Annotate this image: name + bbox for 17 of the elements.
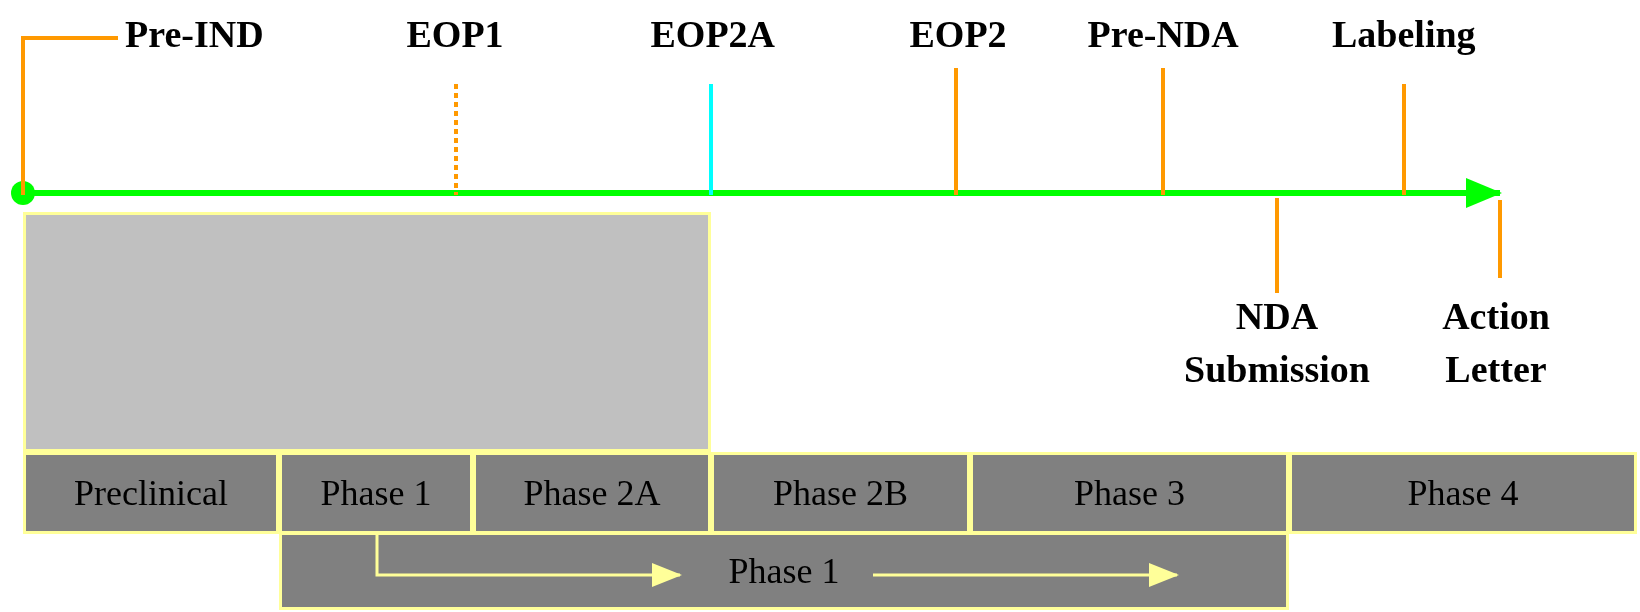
milestone-label: NDA Submission bbox=[1183, 294, 1371, 393]
shaded-block bbox=[23, 212, 711, 452]
arrow bbox=[375, 534, 682, 587]
milestone-label: Action Letter bbox=[1441, 294, 1551, 393]
phase-box: Phase 2A bbox=[473, 452, 711, 534]
phase-box: Preclinical bbox=[23, 452, 279, 534]
phase-box: Phase 1 bbox=[279, 532, 1289, 610]
milestone-label: EOP2 bbox=[909, 12, 1007, 57]
milestone-label: EOP1 bbox=[406, 12, 504, 57]
phase-box: Phase 1 bbox=[279, 452, 473, 534]
phase-box: Phase 3 bbox=[970, 452, 1289, 534]
milestone-label: Pre-NDA bbox=[1087, 12, 1239, 57]
milestone-label: Labeling bbox=[1332, 12, 1476, 57]
milestone-label: EOP2A bbox=[650, 12, 776, 57]
milestone-label: Pre-IND bbox=[125, 12, 264, 57]
phase-box: Phase 4 bbox=[1289, 452, 1637, 534]
phase-box: Phase 2B bbox=[711, 452, 970, 534]
